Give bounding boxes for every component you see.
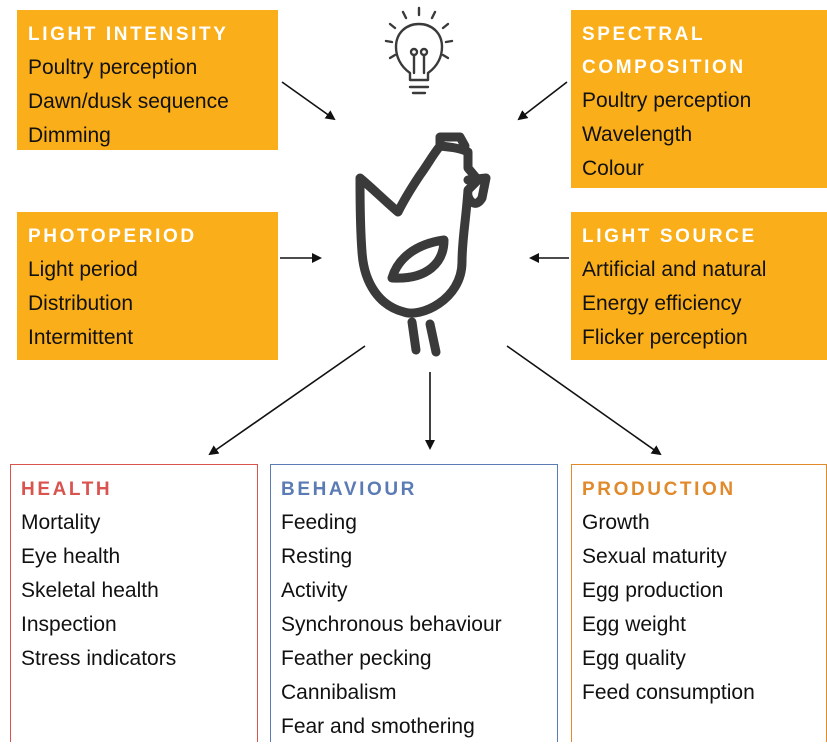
- list-item: Dawn/dusk sequence: [28, 90, 229, 113]
- list-item: Artificial and natural: [582, 258, 767, 281]
- list-item: Sexual maturity: [582, 545, 727, 568]
- chicken-icon: [355, 132, 491, 357]
- production-list: Growth Sexual maturity Egg production Eg…: [582, 506, 826, 710]
- photoperiod-list: Light period Distribution Intermittent: [28, 253, 278, 355]
- list-item: Poultry perception: [582, 89, 752, 112]
- list-item: Colour: [582, 157, 644, 180]
- health-list: Mortality Eye health Skeletal health Ins…: [21, 506, 257, 676]
- list-item: Feeding: [281, 511, 357, 534]
- health-box: HEALTH Mortality Eye health Skeletal hea…: [10, 464, 258, 742]
- list-item: Mortality: [21, 511, 101, 534]
- list-item: Cannibalism: [281, 681, 397, 704]
- spectral-composition-title-line1: SPECTRAL: [582, 24, 706, 45]
- list-item: Synchronous behaviour: [281, 613, 502, 636]
- light-source-list: Artificial and natural Energy efficiency…: [582, 253, 827, 355]
- light-intensity-title: LIGHT INTENSITY: [28, 24, 229, 45]
- list-item: Fear and smothering: [281, 715, 475, 738]
- list-item: Activity: [281, 579, 348, 602]
- list-item: Flicker perception: [582, 326, 748, 349]
- health-title: HEALTH: [21, 479, 113, 500]
- list-item: Feather pecking: [281, 647, 432, 670]
- light-source-title: LIGHT SOURCE: [582, 226, 757, 247]
- lightbulb-icon: [384, 6, 454, 95]
- arrow-to-health: [208, 345, 366, 456]
- spectral-composition-title-line2: COMPOSITION: [582, 57, 746, 78]
- list-item: Energy efficiency: [582, 292, 742, 315]
- behaviour-title: BEHAVIOUR: [281, 479, 417, 500]
- list-item: Egg weight: [582, 613, 686, 636]
- list-item: Dimming: [28, 124, 111, 147]
- production-title: PRODUCTION: [582, 479, 736, 500]
- list-item: Feed consumption: [582, 681, 755, 704]
- behaviour-list: Feeding Resting Activity Synchronous beh…: [281, 506, 557, 744]
- light-intensity-list: Poultry perception Dawn/dusk sequence Di…: [28, 51, 278, 153]
- behaviour-box: BEHAVIOUR Feeding Resting Activity Synch…: [270, 464, 558, 742]
- light-source-box: LIGHT SOURCE Artificial and natural Ener…: [571, 212, 827, 360]
- arrow-light-intensity: [281, 81, 336, 121]
- list-item: Wavelength: [582, 123, 693, 146]
- production-box: PRODUCTION Growth Sexual maturity Egg pr…: [571, 464, 827, 742]
- arrow-spectral-composition: [517, 81, 568, 121]
- list-item: Poultry perception: [28, 56, 198, 79]
- list-item: Intermittent: [28, 326, 134, 349]
- photoperiod-box: PHOTOPERIOD Light period Distribution In…: [17, 212, 278, 360]
- list-item: Skeletal health: [21, 579, 159, 602]
- light-intensity-box: LIGHT INTENSITY Poultry perception Dawn/…: [17, 10, 278, 150]
- list-item: Egg quality: [582, 647, 686, 670]
- list-item: Inspection: [21, 613, 117, 636]
- arrow-to-production: [506, 345, 662, 456]
- spectral-composition-box: SPECTRAL COMPOSITION Poultry perception …: [571, 10, 827, 188]
- list-item: Distribution: [28, 292, 134, 315]
- list-item: Light period: [28, 258, 138, 281]
- list-item: Eye health: [21, 545, 121, 568]
- list-item: Egg production: [582, 579, 724, 602]
- photoperiod-title: PHOTOPERIOD: [28, 226, 197, 247]
- list-item: Growth: [582, 511, 650, 534]
- spectral-composition-list: Poultry perception Wavelength Colour: [582, 84, 827, 186]
- list-item: Resting: [281, 545, 353, 568]
- list-item: Stress indicators: [21, 647, 177, 670]
